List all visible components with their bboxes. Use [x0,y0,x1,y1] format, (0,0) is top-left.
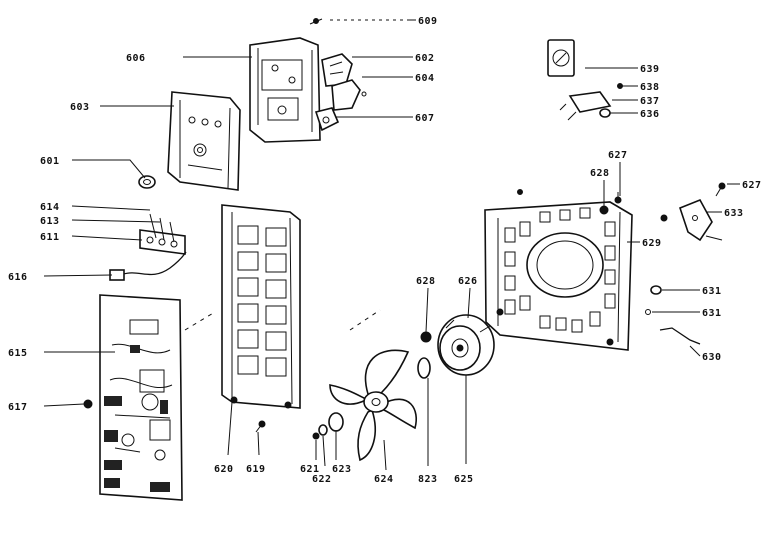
thermal-cutout-part [559,83,623,121]
nut-part [420,331,432,343]
switch-part [314,107,340,132]
label-639: 639 [640,64,660,75]
label-625: 625 [454,474,474,485]
label-628-lower: 628 [416,276,436,287]
callout-labels: 609 606 602 604 603 607 601 614 613 611 … [8,16,762,485]
label-626-lower: 626 [458,276,478,287]
screw-part [255,420,266,433]
label-613: 613 [40,216,60,227]
washer-part [645,285,662,315]
label-614: 614 [40,202,60,213]
label-609: 609 [418,16,438,27]
label-823: 823 [418,474,438,485]
label-615: 615 [8,348,28,359]
lead-wire-part [659,327,701,345]
terminal-block-part [139,213,186,255]
knob-part [138,175,156,189]
pc-board-part [99,294,183,501]
screw-part [309,18,410,25]
fuse-holder-part [547,39,575,77]
label-627-top: 627 [608,150,628,161]
label-631-upper: 631 [702,286,722,297]
label-629: 629 [642,238,662,249]
screw-part [83,399,93,409]
switch-part [331,79,367,111]
label-623: 623 [332,464,352,475]
label-603: 603 [70,102,90,113]
washer-part [312,412,344,440]
label-637: 637 [640,96,660,107]
label-622: 622 [312,474,332,485]
label-627-right: 627 [742,180,762,191]
fan-housing-part [484,189,633,351]
control-bracket-part [249,37,321,143]
fan-blade-part [329,349,417,462]
label-602: 602 [415,53,435,64]
label-606: 606 [126,53,146,64]
screw-part [599,192,622,215]
fan-motor-part [437,314,495,376]
label-628-top: 628 [590,168,610,179]
switch-part [321,53,353,87]
label-616: 616 [8,272,28,283]
label-620: 620 [214,464,234,475]
label-611: 611 [40,232,60,243]
label-621: 621 [300,464,320,475]
wire-harness-part [109,251,187,281]
leader-lines [43,19,740,471]
label-601: 601 [40,156,60,167]
label-636: 636 [640,109,660,120]
grille-panel-part [221,204,301,409]
label-638: 638 [640,82,660,93]
bracket-part [660,182,726,242]
label-624: 624 [374,474,394,485]
label-630: 630 [702,352,722,363]
control-panel-frame-part [167,91,241,191]
label-607: 607 [415,113,435,124]
label-633: 633 [724,208,744,219]
spacer-part [417,357,431,379]
label-619: 619 [246,464,266,475]
label-617: 617 [8,402,28,413]
label-631-lower: 631 [702,308,722,319]
label-604: 604 [415,73,435,84]
